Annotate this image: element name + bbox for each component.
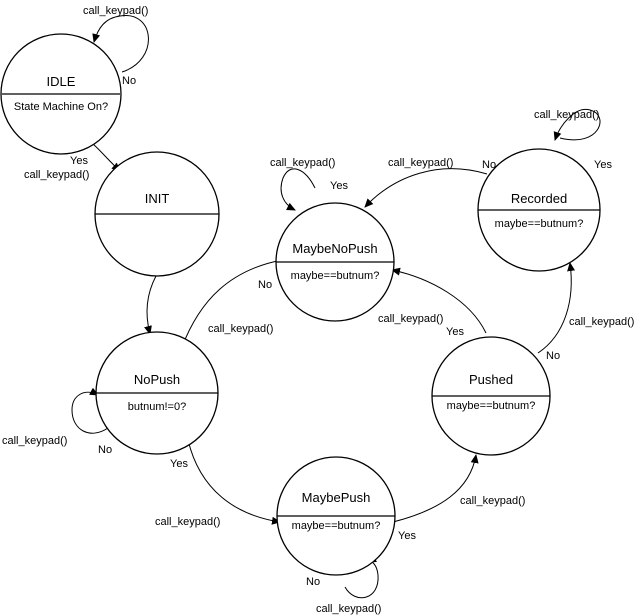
state-maybenopush-name: MaybeNoPush (292, 241, 377, 256)
label-nopush-self-action: call_keypad() (2, 435, 67, 447)
label-recorded-to-maybenopush-condition: No (482, 159, 496, 171)
label-pushed-to-maybenopush-condition: Yes (446, 326, 464, 338)
edge-maybenopush-self (280, 168, 316, 211)
label-idle-self-action: call_keypad() (83, 5, 148, 17)
state-maybepush-condition: maybe==butnum? (292, 520, 381, 532)
label-pushed-to-maybenopush-action: call_keypad() (378, 313, 443, 325)
state-pushed: Pushed maybe==butnum? (431, 336, 551, 456)
label-recorded-self-condition: Yes (594, 159, 612, 171)
state-idle: IDLE State Machine On? (0, 33, 122, 155)
state-idle-name: IDLE (47, 74, 76, 89)
label-idle-init-action: call_keypad() (24, 169, 89, 181)
state-maybenopush: MaybeNoPush maybe==butnum? (275, 202, 395, 322)
label-pushed-to-recorded-condition: No (546, 350, 560, 362)
edge-init-to-nopush (144, 275, 157, 335)
label-recorded-to-maybenopush-action: call_keypad() (388, 157, 453, 169)
state-recorded: Recorded maybe==butnum? (477, 148, 601, 272)
label-nopush-to-maybepush-action: call_keypad() (155, 516, 220, 528)
label-maybenopush-self-condition: Yes (330, 180, 348, 192)
edge-pushed-to-recorded (537, 262, 576, 354)
edge-nopush-self (71, 387, 109, 434)
label-maybepush-self-condition: No (306, 576, 320, 588)
label-maybepush-to-pushed-condition: Yes (398, 530, 416, 542)
state-idle-condition: State Machine On? (14, 101, 108, 113)
label-idle-init-condition: Yes (70, 155, 88, 167)
edge-nopush-to-maybepush (187, 439, 281, 525)
edge-recorded-self (553, 109, 601, 141)
state-init-name: INIT (145, 191, 170, 206)
edge-recorded-to-maybenopush (364, 168, 488, 208)
state-pushed-condition: maybe==butnum? (447, 400, 536, 412)
state-recorded-condition: maybe==butnum? (495, 218, 584, 230)
state-recorded-name: Recorded (511, 191, 567, 206)
edge-maybenopush-to-nopush (181, 259, 283, 348)
state-pushed-name: Pushed (469, 372, 513, 387)
label-nopush-self-condition: No (98, 444, 112, 456)
state-maybenopush-condition: maybe==butnum? (291, 270, 380, 282)
label-recorded-self-action: call_keypad() (534, 109, 599, 121)
transition-labels: call_keypad() No Yes call_keypad() call_… (2, 5, 634, 615)
state-maybepush-name: MaybePush (302, 490, 371, 505)
state-init: INIT (94, 151, 220, 277)
label-maybepush-to-pushed-action: call_keypad() (460, 495, 525, 507)
edge-maybepush-to-pushed (392, 454, 479, 523)
label-maybenopush-to-nopush-action: call_keypad() (208, 323, 273, 335)
edge-idle-to-init (91, 142, 121, 172)
edge-pushed-to-maybenopush (391, 267, 487, 334)
label-idle-self-condition: No (122, 75, 136, 87)
label-maybepush-self-action: call_keypad() (316, 603, 381, 615)
label-maybenopush-self-action: call_keypad() (270, 157, 335, 169)
state-nopush-condition: butnum!=0? (128, 401, 186, 413)
state-maybepush: MaybePush maybe==butnum? (276, 456, 396, 576)
state-nopush-name: NoPush (134, 372, 180, 387)
edge-idle-self (92, 15, 149, 73)
label-nopush-to-maybepush-condition: Yes (170, 458, 188, 470)
label-maybenopush-to-nopush-condition: No (258, 279, 272, 291)
label-pushed-to-recorded-action: call_keypad() (569, 316, 634, 328)
state-nopush: NoPush butnum!=0? (95, 331, 219, 455)
